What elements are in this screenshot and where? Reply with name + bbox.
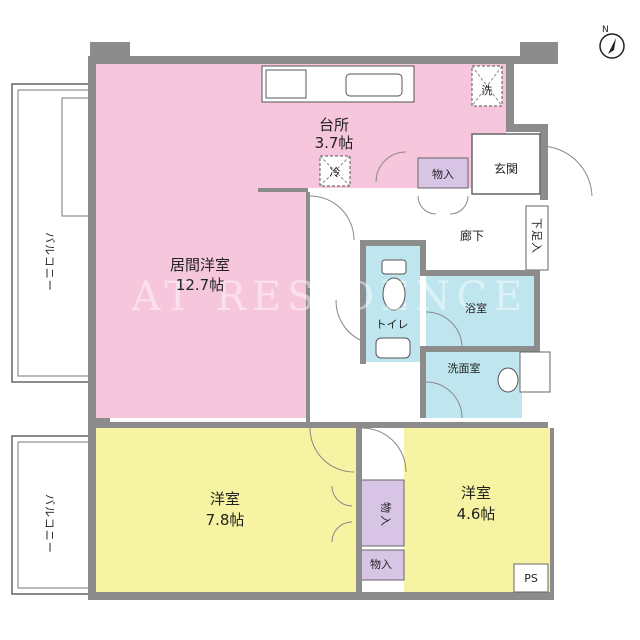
bed-storage-2-label: 物入 [370,557,392,571]
bedroom-wall-top [96,422,548,428]
bedroom-storage-1 [359,479,405,547]
washer-icon [471,65,503,107]
hall-storage-label: 物入 [432,167,454,181]
wash-wall-left [420,346,426,418]
washer-label: 洗 [482,84,493,97]
bedroom-right-name: 洋室 [461,484,491,502]
kitchen-size: 3.7帖 [315,134,354,152]
corridor-wall [306,192,310,422]
toilet-icon [375,259,411,359]
door-swings [309,145,593,543]
watermark: AT RESIDENCE [131,274,529,320]
bathroom [426,276,534,346]
ps-label: PS [524,572,538,585]
wall-right-top [506,64,514,130]
corridor-label: 廊下 [460,228,484,243]
washroom-label: 洗面室 [448,361,481,375]
living-size: 12.7帖 [176,276,224,294]
fridge-icon [319,155,351,187]
kitchen-bottom-wall [258,188,308,192]
fridge-label: 冷 [330,166,341,179]
bath-wall-top [420,270,540,276]
compass-label: N [602,25,609,35]
entrance [471,133,541,195]
ps-box [513,563,549,593]
compass-icon [599,33,625,59]
bedroom-divider [356,428,362,592]
balcony-upper-label: バルコニー [43,232,56,292]
entrance-label: 玄関 [494,161,518,176]
wall-entry-right [540,130,548,200]
bath-label: 浴室 [465,301,487,315]
wash-basin-cabinet [519,351,551,393]
kitchen-counter [261,65,415,103]
shoe-box-label: 下足入 [530,218,543,254]
wash-basin-icon [497,367,519,393]
bedroom-left [96,428,358,592]
living-name: 居間洋室 [170,256,230,274]
wash-wall-top [420,346,540,352]
toilet-label: トイレ [376,318,409,331]
toilet-wall-left [360,240,366,364]
bedroom-left-size: 7.8帖 [206,511,245,529]
bedroom-left-name: 洋室 [210,490,240,508]
toilet-wall-top [360,240,422,246]
hall-storage [417,157,469,189]
toilet-wall-right [420,240,426,276]
kitchen-name: 台所 [319,116,349,134]
bed-storage-1-label: 物入 [379,502,393,528]
bath-wall-right [534,270,540,352]
bedroom-right-size: 4.6帖 [457,505,496,523]
wall-entry-top [506,124,548,132]
balcony-lower-label: バルコニー [43,494,56,554]
